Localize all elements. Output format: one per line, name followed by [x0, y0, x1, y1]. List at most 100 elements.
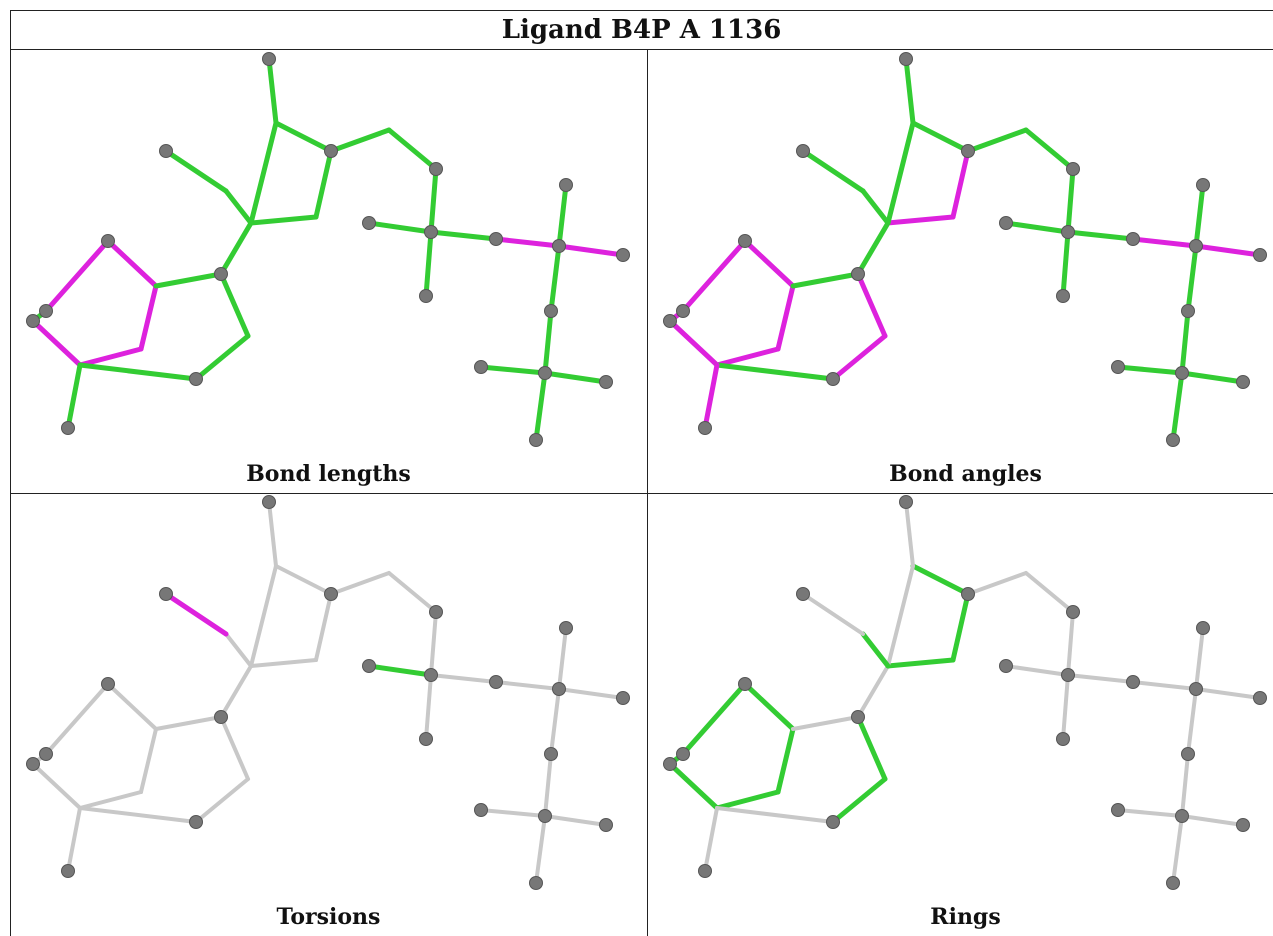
bond-0-19	[328, 127, 392, 154]
bond-2-25	[494, 680, 561, 691]
atom-1-8	[826, 372, 840, 386]
atom-3-15	[796, 587, 810, 601]
bond-0-3	[77, 346, 144, 368]
atom-1-16	[899, 52, 913, 66]
caption-bond-lengths: Bond lengths	[246, 461, 411, 487]
atom-3-18	[1066, 605, 1080, 619]
bond-1-3	[714, 346, 781, 368]
bond-2-19	[329, 571, 391, 596]
atom-3-5	[663, 757, 677, 771]
atom-3-27	[1175, 809, 1189, 823]
bond-3-16	[860, 631, 891, 669]
atom-3-28	[1111, 803, 1125, 817]
bond-1-27	[1193, 182, 1206, 249]
bond-0-12	[248, 214, 319, 226]
figure-title: Ligand B4P A 1136	[10, 10, 1273, 50]
atom-1-23	[1253, 248, 1267, 262]
bond-1-22	[1003, 220, 1071, 235]
atom-2-24	[559, 621, 573, 635]
atom-2-19	[424, 668, 438, 682]
bond-1-13	[950, 148, 971, 220]
atom-0-16	[262, 52, 276, 66]
atom-2-1	[101, 677, 115, 691]
bond-2-2	[139, 727, 158, 794]
bond-0-6	[153, 271, 224, 289]
bond-1-23	[1065, 229, 1136, 242]
bond-3-4	[667, 761, 720, 811]
bond-2-23	[429, 673, 498, 684]
atom-0-27	[538, 366, 552, 380]
atom-3-9	[698, 864, 712, 878]
bond-2-28	[549, 687, 561, 756]
atom-3-20	[999, 659, 1013, 673]
bond-0-7	[218, 271, 251, 339]
bond-0-10	[65, 362, 83, 431]
atom-3-1	[738, 677, 752, 691]
bond-2-16	[224, 632, 253, 668]
bond-1-30	[1115, 364, 1185, 376]
table-frame	[10, 10, 1273, 936]
atom-0-24	[559, 178, 573, 192]
atom-1-15	[796, 144, 810, 158]
bond-1-4	[667, 318, 720, 368]
atom-1-29	[1236, 375, 1250, 389]
bond-0-0	[43, 238, 111, 314]
atom-1-18	[1066, 162, 1080, 176]
bond-3-14	[910, 563, 971, 597]
caption-bond-angles: Bond angles	[889, 461, 1042, 487]
bond-1-16	[860, 188, 891, 226]
bond-1-6	[790, 271, 861, 289]
bond-0-22	[366, 220, 434, 235]
bond-2-21	[429, 610, 438, 677]
bond-3-13	[950, 591, 971, 663]
bond-2-9	[78, 806, 198, 824]
atom-0-23	[616, 248, 630, 262]
atom-0-12	[324, 144, 338, 158]
bond-2-11	[219, 664, 253, 719]
atom-0-5	[26, 314, 40, 328]
bond-2-6	[154, 715, 223, 731]
atom-3-0	[676, 747, 690, 761]
bond-3-25	[1131, 680, 1198, 691]
atom-1-27	[1175, 366, 1189, 380]
panel-torsions: Torsions	[11, 494, 646, 936]
atom-3-30	[1166, 876, 1180, 890]
bond-1-20	[1023, 127, 1076, 172]
bond-3-29	[1180, 752, 1190, 818]
atom-2-18	[429, 605, 443, 619]
atom-2-15	[159, 587, 173, 601]
bond-0-18	[266, 56, 279, 126]
panel-bond-angles: Bond angles	[648, 51, 1273, 493]
bond-0-21	[428, 166, 439, 235]
bond-2-13	[314, 592, 333, 662]
atom-0-30	[529, 433, 543, 447]
bond-2-10	[66, 806, 82, 873]
bond-3-28	[1186, 687, 1198, 756]
molecule-diagram-torsions	[26, 495, 630, 890]
atom-0-26	[544, 304, 558, 318]
atom-0-21	[489, 232, 503, 246]
atom-2-9	[61, 864, 75, 878]
atom-3-23	[1253, 691, 1267, 705]
atom-2-21	[489, 675, 503, 689]
atom-0-22	[552, 239, 566, 253]
atom-3-25	[1056, 732, 1070, 746]
bond-0-11	[218, 220, 254, 277]
bond-0-13	[313, 148, 334, 220]
bond-0-28	[548, 243, 562, 314]
atom-1-0	[676, 304, 690, 318]
atom-2-0	[39, 747, 53, 761]
bond-3-1	[742, 681, 796, 732]
atom-3-21	[1126, 675, 1140, 689]
molecule-diagram-bond-angles	[663, 52, 1267, 447]
atom-3-22	[1189, 682, 1203, 696]
atom-3-19	[1061, 668, 1075, 682]
bond-3-10	[703, 806, 719, 873]
bond-0-27	[556, 182, 569, 249]
bond-2-0	[44, 682, 110, 756]
bond-0-31	[542, 370, 609, 385]
atom-0-19	[424, 225, 438, 239]
bond-0-23	[428, 229, 499, 242]
bond-3-23	[1066, 673, 1135, 684]
bond-3-3	[714, 789, 781, 811]
